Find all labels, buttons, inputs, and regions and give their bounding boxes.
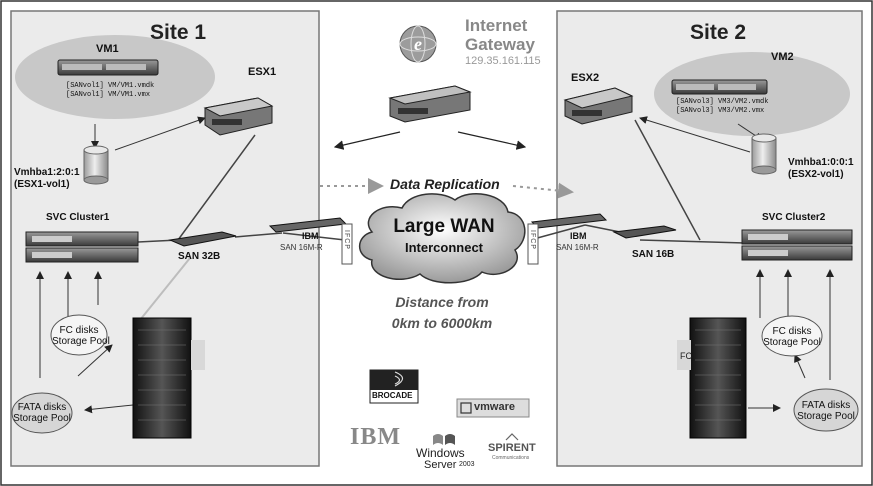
vm1-ellipse xyxy=(15,35,215,119)
volume1-cylinder-icon xyxy=(83,145,109,185)
site2-title: Site 2 xyxy=(690,21,747,44)
volume1-label: Vmhba1:2:0:1 xyxy=(14,167,80,178)
gateway-right-arrow xyxy=(457,131,527,150)
vm1-file-vmdk: [SANvol1] VM/VM1.vmdk xyxy=(66,82,155,90)
storage2-rack-icon xyxy=(677,317,747,439)
fata-pool1-line1: FATA disks xyxy=(17,402,67,413)
volume1-sub-label: (ESX1-vol1) xyxy=(14,179,70,190)
fata-pool2-label: FATA disks Storage Pool xyxy=(794,400,858,422)
windows-logo xyxy=(433,434,455,445)
svc-cluster2-icon xyxy=(741,229,853,261)
windows-version-text: 2003 xyxy=(459,461,475,468)
svc-cluster1-icon xyxy=(25,231,139,263)
san32b-label: SAN 32B xyxy=(178,251,221,262)
vm2-file-vmdk: [SANvol3] VM3/VM2.vmdk xyxy=(676,98,769,106)
esx1-server-icon xyxy=(203,97,274,136)
vmware-logo xyxy=(456,398,530,418)
fc-pool2-line2: Storage Pool xyxy=(763,337,821,348)
brocade-text: BROCADE xyxy=(372,391,413,400)
fcip1-box xyxy=(341,223,353,265)
replication-right-arrow xyxy=(512,182,574,199)
gateway-ip: 129.35.161.115 xyxy=(465,55,541,67)
esx1-label: ESX1 xyxy=(248,66,277,78)
fcip2-box xyxy=(527,223,539,265)
fc-pool1-line2: Storage Pool xyxy=(52,336,110,347)
fc-pool1-ellipse xyxy=(50,314,108,356)
fata-pool1-label: FATA disks Storage Pool xyxy=(12,402,72,424)
fc-pool1-label: FC disks Storage Pool xyxy=(52,325,110,347)
gateway-server-icon xyxy=(388,85,472,123)
distance-line1: Distance from xyxy=(395,294,489,310)
gateway-globe-icon: e xyxy=(399,25,437,63)
gateway-title-line1: Internet xyxy=(465,16,528,35)
svg-text:e: e xyxy=(414,34,422,54)
fata-pool1-ellipse xyxy=(11,392,73,434)
vm2-label: VM2 xyxy=(771,51,794,63)
fcip1-label: IFCP xyxy=(343,230,350,250)
vm2-file-vmx: [SANvol3] VM3/VM2.vmx xyxy=(676,107,765,115)
wan-cloud-icon xyxy=(358,193,526,284)
fata-pool2-line1: FATA disks xyxy=(801,400,851,411)
gateway-title-line2: Gateway xyxy=(465,35,535,54)
esx2-label: ESX2 xyxy=(571,72,600,84)
spirent-logo xyxy=(505,433,519,441)
site1-title: Site 1 xyxy=(150,21,207,44)
fc-pool2-ellipse xyxy=(761,315,823,357)
san16b-switch-icon xyxy=(612,225,677,239)
svc-cluster1-label: SVC Cluster1 xyxy=(46,212,110,223)
volume-to-esx1-arrow xyxy=(114,116,206,151)
vm1-label: VM1 xyxy=(96,43,119,55)
site2-links xyxy=(529,119,746,244)
volume-to-esx2-arrow xyxy=(639,116,751,153)
fatapool2-to-fcpool2-arrow xyxy=(794,354,806,379)
gateway-left-arrow xyxy=(333,131,401,150)
fc-pool2-line1: FC disks xyxy=(772,326,812,337)
wan-subtitle: Interconnect xyxy=(404,240,483,255)
san32b-switch-icon xyxy=(168,231,237,247)
san16b-label: SAN 16B xyxy=(632,249,675,260)
fc-pool1-line1: FC disks xyxy=(59,325,99,336)
router2-label: IBM xyxy=(570,231,587,241)
svc-cluster2-label: SVC Cluster2 xyxy=(762,212,826,223)
distance-line2: 0km to 6000km xyxy=(391,315,493,331)
storage-to-fatapool-arrow xyxy=(84,404,134,414)
volume2-sub-label: (ESX2-vol1) xyxy=(788,169,844,180)
ibm-logo: IBM xyxy=(350,424,401,450)
router2-model: SAN 16M-R xyxy=(556,243,599,252)
volume2-label: Vmhba1:0:0:1 xyxy=(788,157,854,168)
volume2-cylinder-icon xyxy=(751,133,777,175)
data-replication-label: Data Replication xyxy=(390,176,500,192)
storage1-rack-icon xyxy=(132,317,205,439)
brocade-logo xyxy=(369,369,419,404)
storage2-tag: FC xyxy=(680,351,692,361)
wan-title: Large WAN xyxy=(393,216,495,237)
fatapool-to-fcpool-arrow xyxy=(77,344,113,377)
spirent-text: SPIRENT xyxy=(488,442,536,454)
vm2-server-icon xyxy=(671,79,768,95)
router1-label: IBM xyxy=(302,231,319,241)
fc-pool2-label: FC disks Storage Pool xyxy=(763,326,821,348)
fata-pool2-ellipse xyxy=(793,388,859,432)
fata-pool2-line2: Storage Pool xyxy=(797,411,855,422)
vmware-text: vmware xyxy=(474,401,515,413)
spirent-sub-text: Communications xyxy=(492,455,530,461)
fcip2-label: IFCP xyxy=(529,230,536,250)
windows-text: Windows xyxy=(416,446,465,460)
site1-links xyxy=(137,134,346,243)
fata-pool1-line2: Storage Pool xyxy=(13,413,71,424)
windows-server-text: Server xyxy=(424,459,457,471)
san32-to-storage-link xyxy=(139,257,191,321)
vm1-server-icon xyxy=(57,59,159,76)
esx2-server-icon xyxy=(563,87,634,125)
vm1-file-vmx: [SANvol1] VM/VM1.vmx xyxy=(66,91,151,99)
router1-model: SAN 16M-R xyxy=(280,243,323,252)
